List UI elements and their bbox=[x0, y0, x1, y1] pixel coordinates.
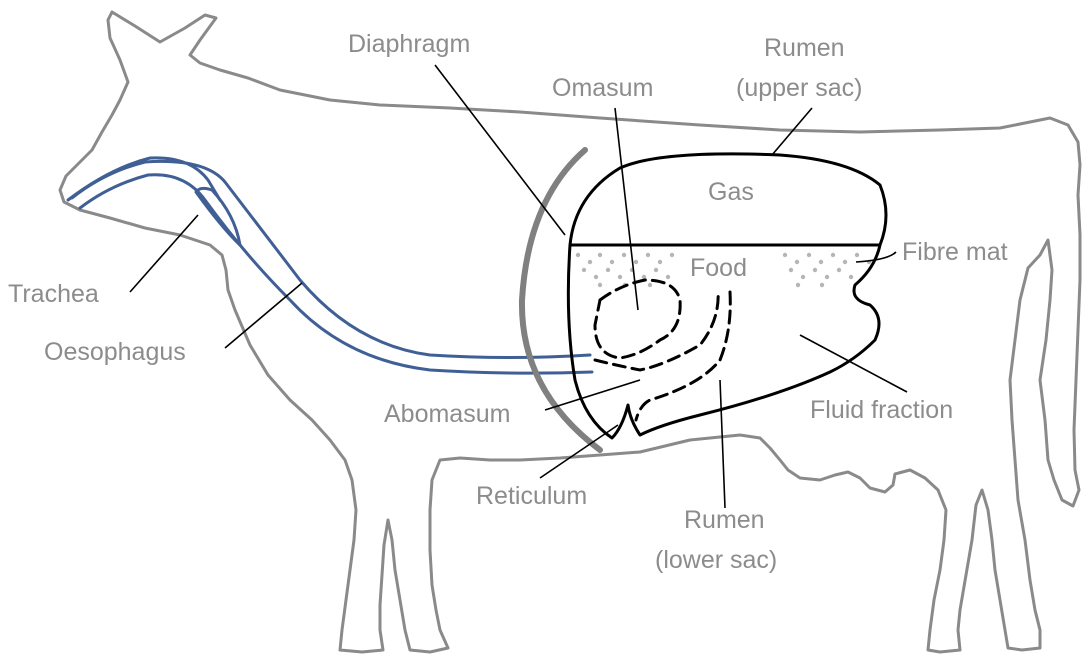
label-oesophagus: Oesophagus bbox=[44, 338, 186, 366]
label-abomasum: Abomasum bbox=[384, 400, 510, 428]
label-fluid-fraction: Fluid fraction bbox=[810, 396, 953, 424]
leader-rumen-lower bbox=[720, 380, 725, 508]
leader-omasum bbox=[615, 108, 638, 310]
label-diaphragm: Diaphragm bbox=[348, 30, 470, 58]
label-rumen-lower-line1: Rumen bbox=[684, 506, 765, 534]
label-fibre-mat: Fibre mat bbox=[902, 238, 1008, 266]
abomasum-outline bbox=[595, 290, 730, 420]
label-food: Food bbox=[690, 254, 747, 282]
label-rumen-lower-line2: (lower sac) bbox=[655, 546, 777, 574]
leader-abomasum bbox=[545, 380, 640, 410]
label-omasum: Omasum bbox=[552, 74, 653, 102]
oesophagus-tube-upper bbox=[72, 161, 590, 357]
label-rumen-upper-line1: Rumen bbox=[764, 34, 845, 62]
label-gas: Gas bbox=[708, 178, 754, 206]
omasum-outline bbox=[595, 280, 680, 358]
leader-diaphragm bbox=[435, 65, 565, 235]
label-trachea: Trachea bbox=[8, 280, 99, 308]
label-rumen-upper-line2: (upper sac) bbox=[736, 74, 862, 102]
leader-fluid-fraction bbox=[800, 335, 907, 392]
label-reticulum: Reticulum bbox=[476, 482, 587, 510]
